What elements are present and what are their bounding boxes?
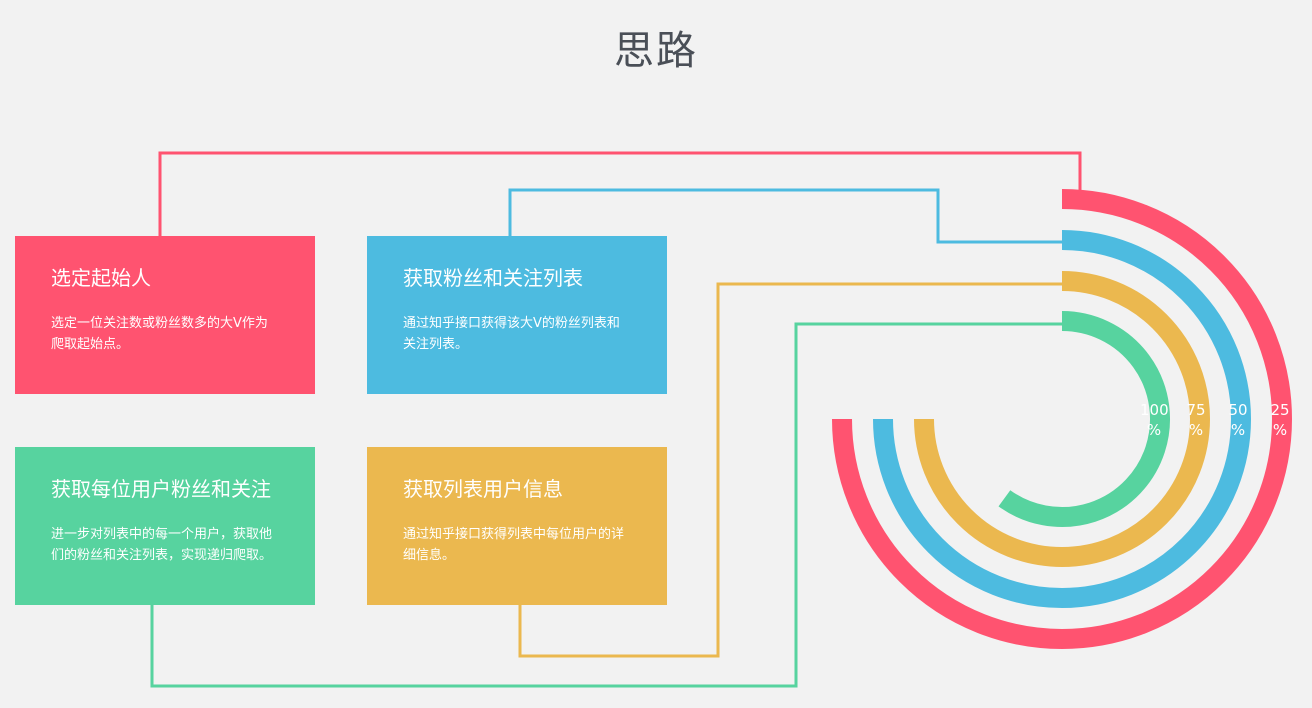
blue-connector-line	[508, 188, 1062, 244]
step-description: 选定一位关注数或粉丝数多的大V作为爬取起始点。	[51, 316, 268, 352]
step-title: 选定起始人	[51, 266, 151, 290]
green-connector-line	[150, 322, 1062, 688]
ring-label-blue: 50 %	[1228, 401, 1248, 439]
ring-label-green: 100 %	[1140, 401, 1169, 439]
page-title: 思路	[614, 28, 698, 74]
yellow-connector-line	[518, 282, 1062, 658]
step-card-fetch-lists: 获取粉丝和关注列表 通过知乎接口获得该大V的粉丝列表和关注列表。	[367, 236, 667, 394]
progress-ring-yellow	[914, 271, 1210, 567]
step-title: 获取列表用户信息	[403, 477, 563, 501]
step-title: 获取每位用户粉丝和关注	[51, 477, 271, 501]
step-description: 进一步对列表中的每一个用户，获取他们的粉丝和关注列表，实现递归爬取。	[51, 527, 273, 563]
ring-label-yellow: 75 %	[1186, 401, 1206, 439]
ring-label-red: 25 %	[1270, 401, 1290, 439]
progress-ring-green	[998, 311, 1170, 527]
step-card-select-start: 选定起始人 选定一位关注数或粉丝数多的大V作为爬取起始点。	[15, 236, 315, 394]
step-description: 通过知乎接口获得该大V的粉丝列表和关注列表。	[403, 316, 620, 352]
progress-ring-blue	[873, 230, 1251, 608]
step-card-recursive-crawl: 获取每位用户粉丝和关注 进一步对列表中的每一个用户，获取他们的粉丝和关注列表，实…	[15, 447, 315, 605]
progress-ring-red	[832, 189, 1292, 649]
step-description: 通过知乎接口获得列表中每位用户的详细信息。	[403, 527, 625, 563]
step-title: 获取粉丝和关注列表	[403, 266, 583, 290]
red-connector-line	[158, 151, 1082, 236]
step-card-user-info: 获取列表用户信息 通过知乎接口获得列表中每位用户的详细信息。	[367, 447, 667, 605]
